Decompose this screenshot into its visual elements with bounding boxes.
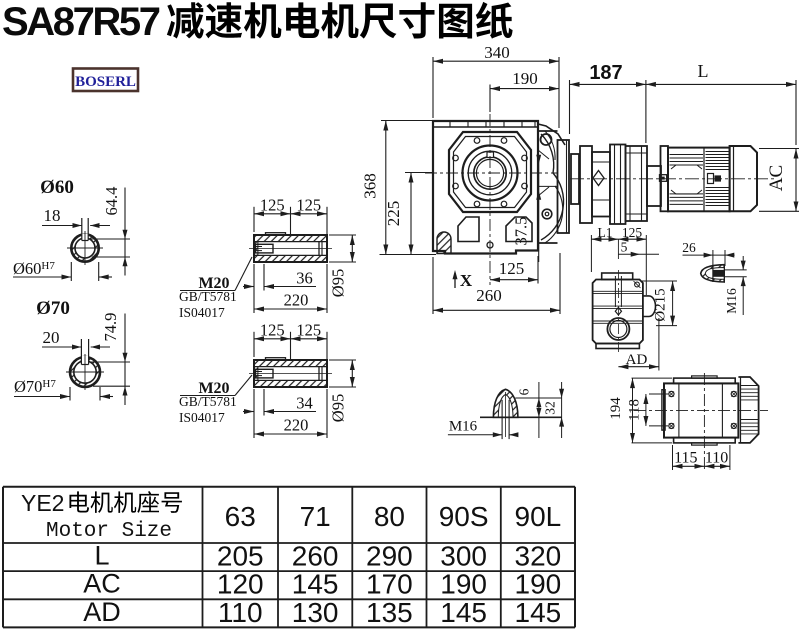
svg-text:34: 34 bbox=[296, 394, 313, 413]
svg-text:190: 190 bbox=[512, 69, 538, 88]
svg-text:120: 120 bbox=[217, 569, 264, 600]
svg-text:260: 260 bbox=[292, 541, 339, 572]
svg-text:130: 130 bbox=[292, 597, 339, 628]
svg-text:M16: M16 bbox=[449, 419, 478, 435]
svg-text:187: 187 bbox=[589, 62, 622, 84]
svg-text:190: 190 bbox=[440, 569, 487, 600]
svg-text:AC: AC bbox=[83, 569, 121, 599]
svg-text:145: 145 bbox=[292, 569, 339, 600]
svg-text:125: 125 bbox=[260, 196, 285, 215]
svg-text:Ø70H7: Ø70H7 bbox=[14, 377, 56, 396]
svg-text:225: 225 bbox=[384, 201, 403, 227]
svg-text:368: 368 bbox=[361, 173, 380, 199]
svg-text:M20: M20 bbox=[198, 380, 229, 397]
svg-text:80: 80 bbox=[374, 501, 405, 532]
svg-text:IS04017: IS04017 bbox=[179, 410, 225, 425]
svg-text:110: 110 bbox=[705, 450, 728, 467]
svg-text:X: X bbox=[460, 271, 473, 290]
svg-text:115: 115 bbox=[674, 450, 697, 467]
svg-text:5: 5 bbox=[621, 240, 628, 255]
svg-text:64.4: 64.4 bbox=[102, 187, 121, 216]
svg-text:IS04017: IS04017 bbox=[179, 305, 225, 320]
svg-text:Ø95: Ø95 bbox=[329, 269, 348, 297]
svg-text:AD: AD bbox=[83, 597, 121, 627]
svg-text:125: 125 bbox=[622, 225, 643, 240]
svg-text:340: 340 bbox=[484, 43, 510, 62]
svg-text:125: 125 bbox=[499, 259, 525, 278]
svg-text:Ø60: Ø60 bbox=[40, 177, 74, 198]
svg-text:125: 125 bbox=[260, 321, 285, 340]
svg-text:37.5: 37.5 bbox=[512, 217, 531, 246]
svg-text:90L: 90L bbox=[515, 501, 562, 532]
svg-text:118: 118 bbox=[627, 399, 643, 421]
svg-text:110: 110 bbox=[218, 597, 263, 628]
svg-text:63: 63 bbox=[225, 501, 256, 532]
svg-text:L: L bbox=[94, 541, 109, 571]
svg-text:190: 190 bbox=[515, 569, 562, 600]
svg-text:220: 220 bbox=[284, 416, 309, 435]
svg-text:194: 194 bbox=[608, 397, 624, 420]
svg-text:Motor Size: Motor Size bbox=[46, 520, 172, 543]
svg-text:26: 26 bbox=[682, 240, 696, 255]
svg-text:300: 300 bbox=[440, 541, 487, 572]
svg-text:36: 36 bbox=[296, 269, 313, 288]
svg-text:90S: 90S bbox=[439, 501, 489, 532]
svg-text:71: 71 bbox=[300, 501, 331, 532]
svg-text:32: 32 bbox=[543, 401, 558, 415]
svg-text:260: 260 bbox=[476, 286, 502, 305]
svg-text:AC: AC bbox=[766, 165, 787, 191]
svg-text:20: 20 bbox=[43, 328, 60, 347]
svg-text:320: 320 bbox=[515, 541, 562, 572]
svg-text:M16: M16 bbox=[724, 288, 739, 314]
svg-text:290: 290 bbox=[366, 541, 413, 572]
svg-text:BOSERL: BOSERL bbox=[75, 74, 136, 90]
svg-text:125: 125 bbox=[296, 196, 321, 215]
svg-text:M20: M20 bbox=[198, 275, 229, 292]
svg-text:135: 135 bbox=[366, 597, 413, 628]
svg-text:170: 170 bbox=[366, 569, 413, 600]
svg-text:GB/T5781: GB/T5781 bbox=[179, 289, 237, 304]
svg-text:220: 220 bbox=[284, 291, 309, 310]
svg-text:SA87R57: SA87R57 bbox=[2, 0, 161, 44]
svg-text:205: 205 bbox=[217, 541, 264, 572]
svg-text:74.9: 74.9 bbox=[101, 313, 120, 342]
svg-text:6: 6 bbox=[517, 388, 532, 395]
svg-text:YE2: YE2 bbox=[21, 490, 64, 516]
svg-text:145: 145 bbox=[515, 597, 562, 628]
svg-text:Ø95: Ø95 bbox=[329, 394, 348, 422]
svg-text:125: 125 bbox=[296, 321, 321, 340]
svg-text:Ø70: Ø70 bbox=[36, 298, 70, 319]
svg-text:18: 18 bbox=[44, 206, 61, 225]
svg-text:L1: L1 bbox=[598, 225, 613, 240]
svg-text:Ø60H7: Ø60H7 bbox=[13, 259, 55, 278]
svg-text:145: 145 bbox=[440, 597, 487, 628]
svg-text:AD: AD bbox=[626, 352, 648, 368]
svg-text:L: L bbox=[698, 61, 709, 81]
svg-text:GB/T5781: GB/T5781 bbox=[179, 394, 237, 409]
svg-text:Ø215: Ø215 bbox=[653, 288, 669, 321]
